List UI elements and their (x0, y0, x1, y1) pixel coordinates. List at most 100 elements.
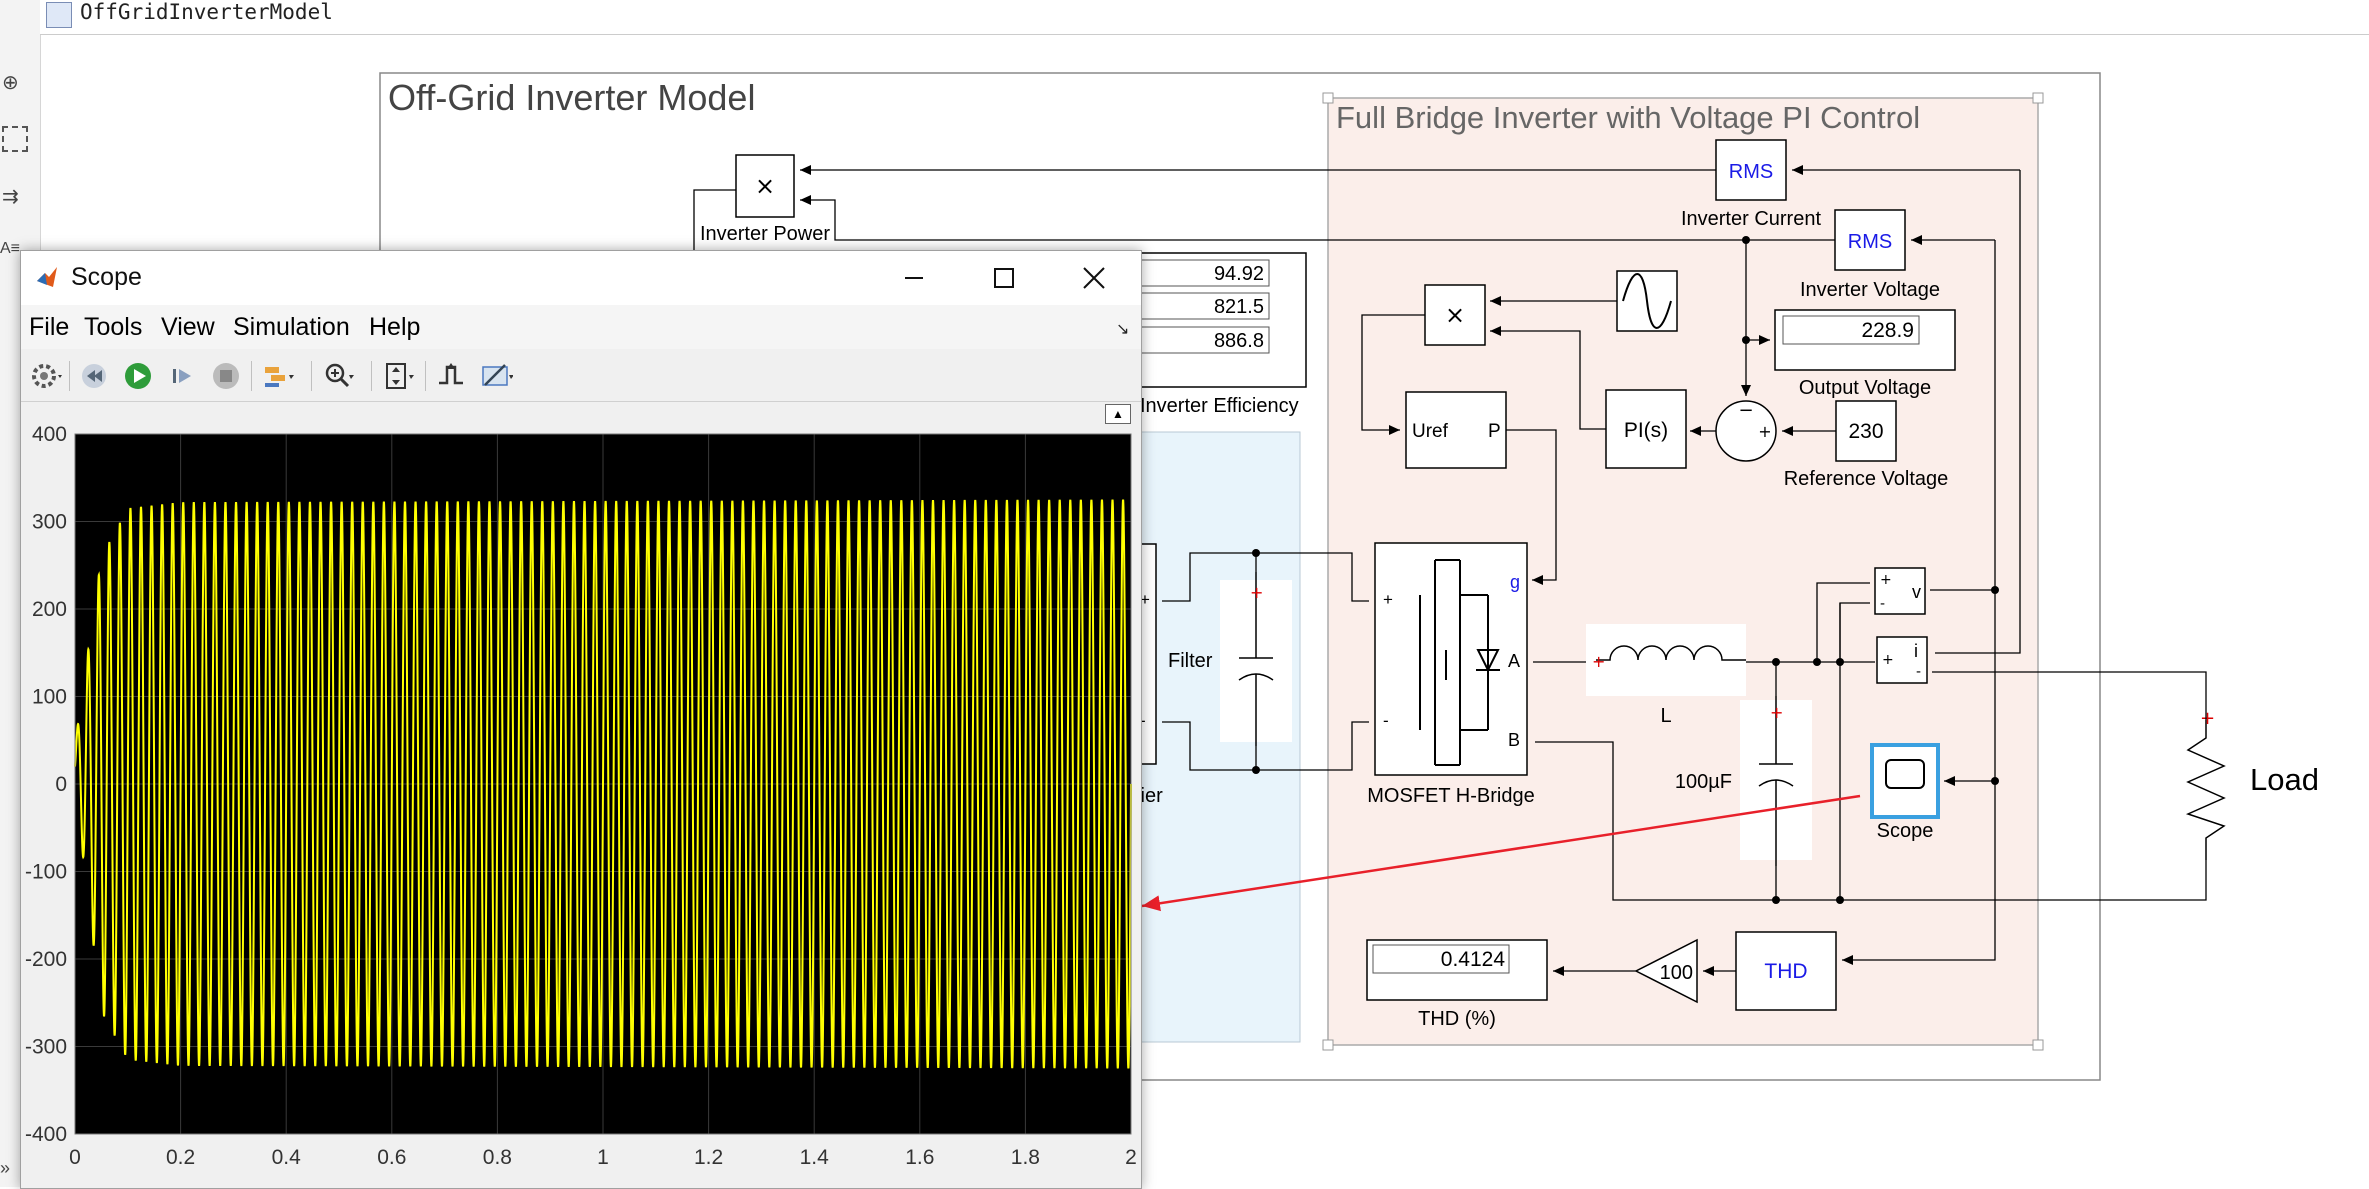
gain-block[interactable] (1634, 938, 1698, 1004)
scope-title-bar[interactable]: Scope (21, 251, 1141, 305)
y-tick-label: 400 (32, 423, 67, 446)
output-capacitor-icon (1758, 696, 1794, 866)
subsystem-handle-tl[interactable] (1322, 92, 1334, 104)
highlight-icon[interactable] (261, 359, 295, 393)
inductor-label: L (1660, 705, 1671, 727)
hbridge-label: MOSFET H-Bridge (1367, 785, 1534, 807)
x-tick-label: 2 (1125, 1146, 1137, 1169)
current-measurement-block[interactable] (1876, 636, 1928, 684)
toolbar-separator (311, 361, 312, 391)
output-voltage-label: Output Voltage (1799, 377, 1931, 399)
voltage-measurement-block[interactable] (1874, 567, 1926, 615)
inverter-efficiency-label: Inverter Efficiency (1140, 395, 1299, 417)
toolbar-separator (371, 361, 372, 391)
zoom-in-icon[interactable] (321, 359, 355, 393)
autoscale-icon[interactable] (381, 359, 415, 393)
hbridge-port-a: A (1508, 651, 1520, 671)
subsystem-handle-br[interactable] (2032, 1039, 2044, 1051)
thd-block[interactable] (1735, 931, 1837, 1011)
y-tick-label: -300 (25, 1036, 67, 1059)
load-label: Load (2250, 762, 2319, 797)
x-tick-label: 1.2 (694, 1146, 723, 1169)
mosfet-hbridge-block[interactable] (1374, 542, 1528, 776)
toolbar-separator (425, 361, 426, 391)
display-value-3: 886.8 (1214, 330, 1264, 352)
i-meas-label: i (1914, 641, 1918, 661)
settings-icon[interactable] (29, 359, 63, 393)
rewind-icon[interactable] (77, 359, 111, 393)
dock-arrow-icon[interactable]: ↘ (1116, 321, 1130, 338)
subsystem-title: Full Bridge Inverter with Voltage PI Con… (1336, 100, 1920, 135)
x-tick-label: 0.8 (483, 1146, 512, 1169)
triggers-icon[interactable] (435, 359, 469, 393)
arrow-icon[interactable]: ⇉ (2, 186, 19, 208)
reference-voltage-block[interactable] (1835, 400, 1897, 462)
x-tick-label: 1 (597, 1146, 609, 1169)
rectifier-minus-port: - (1140, 711, 1146, 730)
uref-label: Uref (1412, 421, 1449, 442)
rms-voltage-block[interactable] (1834, 209, 1906, 271)
thd-block-text: THD (1764, 960, 1807, 983)
output-capacitor-plus: + (1770, 703, 1783, 722)
subsystem-handle-tr[interactable] (2032, 92, 2044, 104)
mosfet-symbol-icon (1419, 559, 1500, 766)
zoom-in-icon[interactable]: ⊕ (2, 72, 19, 94)
display-value-1: 94.92 (1214, 263, 1264, 285)
scope-block[interactable] (1870, 743, 1940, 819)
x-tick-label: 0.6 (377, 1146, 406, 1169)
pi-label: PI(s) (1624, 419, 1668, 442)
filter-plus: + (1250, 583, 1263, 602)
stop-icon[interactable] (209, 359, 243, 393)
pi-controller-block[interactable] (1605, 389, 1687, 469)
model-title: Off-Grid Inverter Model (388, 77, 755, 118)
thd-label: THD (%) (1418, 1008, 1496, 1030)
minimize-icon[interactable] (899, 263, 929, 293)
y-tick-label: 100 (32, 686, 67, 709)
model-breadcrumb-bar: OffGridInverterModel (40, 0, 2369, 35)
plot-border (74, 433, 1132, 1135)
junction-dots (1252, 236, 1999, 904)
cursor-measure-icon[interactable] (479, 359, 514, 393)
subsystem-handle-bl[interactable] (1322, 1039, 1334, 1051)
inductor-plus: + (1592, 652, 1605, 671)
hbridge-port-plus: + (1383, 590, 1393, 609)
sum-plus-sign: + (1758, 422, 1771, 441)
uref-product-symbol: × (1445, 301, 1465, 329)
menu-help[interactable]: Help (369, 313, 421, 341)
menu-tools[interactable]: Tools (84, 313, 143, 341)
product-block[interactable] (735, 154, 795, 218)
x-tick-label: 1.8 (1011, 1146, 1040, 1169)
run-icon[interactable] (121, 359, 155, 393)
pwm-block[interactable] (1405, 391, 1507, 469)
thd-value: 0.4124 (1441, 948, 1506, 971)
reference-voltage-label: Reference Voltage (1784, 468, 1949, 490)
close-icon[interactable] (1079, 263, 1109, 293)
expand-icon[interactable]: » (0, 1158, 11, 1178)
menu-file[interactable]: File (29, 313, 70, 341)
menu-simulation[interactable]: Simulation (233, 313, 350, 341)
y-tick-label: -200 (25, 948, 67, 971)
v-meas-minus: - (1880, 596, 1885, 612)
display-field-1 (1134, 259, 1270, 287)
product-symbol: × (755, 172, 775, 200)
menu-view[interactable]: View (161, 313, 215, 341)
rms-current-block[interactable] (1715, 139, 1787, 201)
rms-current-text: RMS (1729, 161, 1773, 183)
toolbar-separator (251, 361, 252, 391)
sine-wave-icon (1622, 273, 1672, 329)
load-resistor-icon (2185, 720, 2226, 860)
maximize-icon[interactable] (989, 263, 1019, 293)
step-forward-icon[interactable] (165, 359, 199, 393)
undock-plot-icon[interactable]: ▲ (1105, 404, 1131, 424)
x-tick-label: 0.2 (166, 1146, 195, 1169)
annotation-icon[interactable]: A≡ (0, 240, 21, 257)
scope-window[interactable]: Scope File Tools View Simulation Help ↘ (20, 250, 1142, 1189)
inverter-voltage-label: Inverter Voltage (1800, 279, 1940, 301)
rectifier-label: fier (1135, 785, 1163, 807)
v-meas-label: v (1912, 582, 1921, 602)
annotation-arrow (1141, 794, 1861, 912)
i-meas-plus: + (1882, 652, 1894, 668)
fit-view-icon[interactable] (2, 126, 28, 152)
model-breadcrumb[interactable]: OffGridInverterModel (80, 0, 333, 24)
